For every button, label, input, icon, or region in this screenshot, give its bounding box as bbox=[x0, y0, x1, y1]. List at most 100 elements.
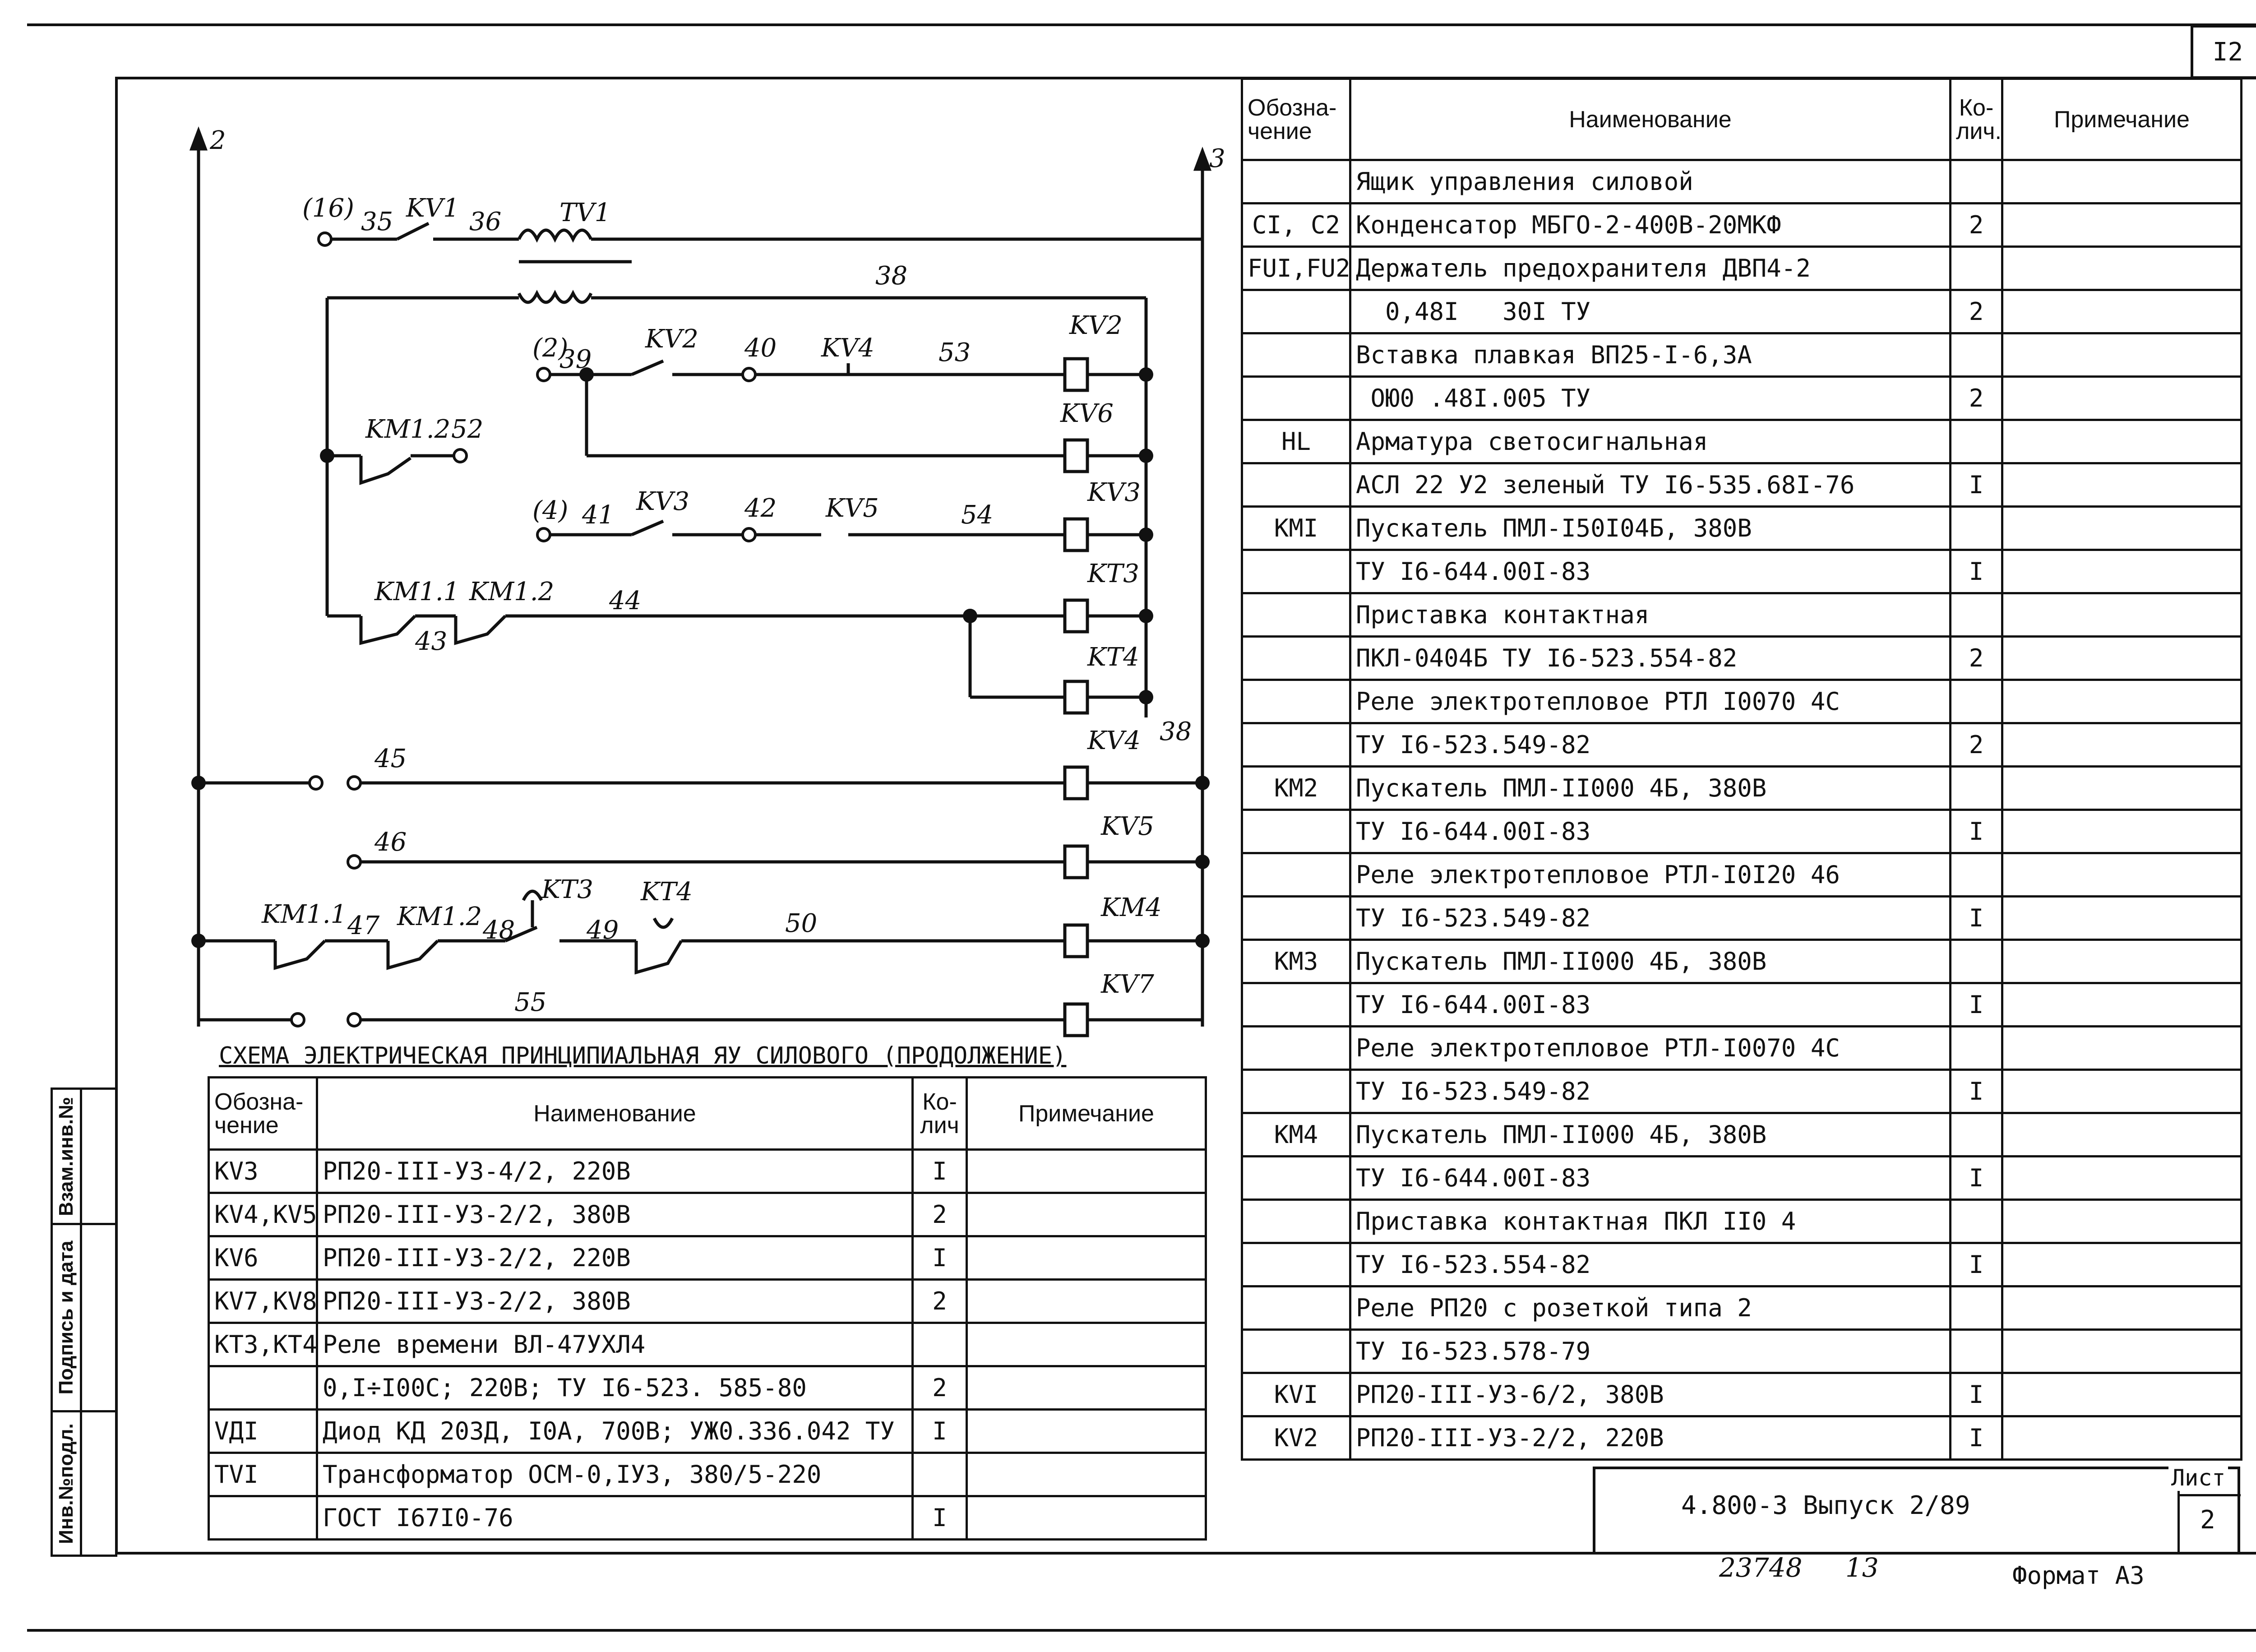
table-row: Ящик управления силовой bbox=[1241, 159, 2242, 204]
diagram-title: СХЕМА ЭЛЕКТРИЧЕСКАЯ ПРИНЦИПИАЛЬНАЯ ЯУ СИ… bbox=[219, 1042, 1067, 1069]
diagram-label: KM4 bbox=[1100, 893, 1162, 922]
diagram-label: (16) bbox=[302, 194, 354, 223]
table-row: Реле электротепловое РТЛ I0070 4С bbox=[1241, 679, 2242, 724]
diagram-label: KV5 bbox=[1100, 812, 1154, 841]
diagram-label: 39 bbox=[559, 345, 592, 374]
timer-kt3-symbol bbox=[522, 889, 543, 927]
transformer-secondary bbox=[517, 290, 593, 304]
diagram-label: KM1.1 bbox=[374, 577, 459, 606]
diagram-label: 38 bbox=[875, 261, 907, 291]
coil-kv2 bbox=[1063, 357, 1089, 392]
coil-kv6 bbox=[1063, 438, 1089, 473]
side-cell-signature-date: Подпись и дата bbox=[51, 1223, 82, 1412]
diagram-label: KV7 bbox=[1100, 970, 1154, 999]
drawing-frame bbox=[115, 77, 2256, 1555]
diagram-label: 49 bbox=[586, 916, 619, 945]
inventory-number: 23748 bbox=[1719, 1552, 1803, 1583]
diagram-label: 36 bbox=[469, 207, 501, 236]
header-note: Примечание bbox=[966, 1076, 1207, 1151]
diagram-label: 50 bbox=[785, 909, 817, 938]
diagram-label: 54 bbox=[961, 500, 993, 530]
table-row: Реле электротепловое РТЛ-I0I20 46 bbox=[1241, 852, 2242, 898]
header-qty: Ко- лич. bbox=[1949, 78, 2003, 161]
diagram-label: KM1.2 bbox=[397, 902, 482, 931]
table-row: Приставка контактная ПКЛ II0 4 bbox=[1241, 1199, 2242, 1244]
side-cell-replace-inv: Взам.инв.№ bbox=[51, 1087, 82, 1225]
diagram-label: KV6 bbox=[1060, 399, 1114, 428]
diagram-label: 46 bbox=[374, 828, 407, 857]
format-label: Формат А3 bbox=[2012, 1561, 2145, 1590]
table-row: Вставка плавкая ВП25-I-6,3А bbox=[1241, 332, 2242, 378]
diagram-label: 43 bbox=[415, 627, 447, 656]
diagram-label: 53 bbox=[938, 338, 971, 367]
left-spec-table: Обозна- чение Наименование Ко- лич Приме… bbox=[208, 1076, 1207, 1541]
diagram-label: 42 bbox=[744, 494, 777, 523]
side-cell-original-inv: Инв.№подл. bbox=[51, 1410, 82, 1557]
diagram-label: KT4 bbox=[1087, 643, 1139, 672]
diagram-label: KM1.2 bbox=[365, 415, 450, 444]
diagram-label: (2) bbox=[532, 333, 568, 363]
diagram-label: 40 bbox=[744, 333, 777, 363]
page-number-box: I2 bbox=[2191, 25, 2256, 79]
table-row: Приставка контактная bbox=[1241, 592, 2242, 638]
title-block: 4.800-3 Выпуск 2/89 Лист 2 bbox=[1593, 1465, 2241, 1555]
diagram-label: 55 bbox=[514, 988, 546, 1017]
diagram-label: 44 bbox=[609, 586, 641, 615]
diagram-label: KV3 bbox=[636, 487, 689, 516]
sheet-label: Лист bbox=[2168, 1465, 2228, 1491]
table-row: Реле электротепловое РТЛ-I0070 4С bbox=[1241, 1025, 2242, 1071]
diagram-label: TV1 bbox=[559, 198, 610, 227]
right-bus-arrow bbox=[1193, 147, 1212, 171]
timer-kt4-symbol bbox=[634, 917, 683, 975]
header-name: Наименование bbox=[1349, 78, 1951, 161]
header-qty: Ко- лич bbox=[911, 1076, 968, 1151]
coil-kv4 bbox=[1063, 765, 1089, 801]
diagram-label: KM1.2 bbox=[469, 577, 554, 606]
diagram-label: KV5 bbox=[825, 494, 879, 523]
label-bus-right: 3 bbox=[1209, 144, 1225, 173]
coil-kv5 bbox=[1063, 844, 1089, 879]
diagram-label: KT4 bbox=[640, 877, 693, 907]
right-spec-table: Обозна- чение Наименование Ко- лич. Прим… bbox=[1241, 78, 2242, 1461]
bottom-border-line bbox=[27, 1629, 2256, 1632]
diagram-label: KV3 bbox=[1087, 478, 1141, 507]
table-row: ТУ I6-523.578-79 bbox=[1241, 1328, 2242, 1374]
coil-kv3 bbox=[1063, 517, 1089, 552]
top-border-line bbox=[27, 23, 2256, 26]
diagram-label: KT3 bbox=[541, 875, 593, 904]
doc-code: 4.800-3 Выпуск 2/89 bbox=[1681, 1491, 1970, 1520]
header-designation: Обозна- чение bbox=[1241, 78, 1351, 161]
diagram-label: 41 bbox=[582, 500, 614, 530]
diagram-label: 38 bbox=[1160, 717, 1192, 746]
page-number: I2 bbox=[2212, 37, 2243, 67]
diagram-label: KV4 bbox=[821, 333, 874, 363]
coil-km4 bbox=[1063, 923, 1089, 958]
copy-number: 13 bbox=[1845, 1552, 1879, 1583]
diagram-label: 45 bbox=[374, 744, 407, 773]
